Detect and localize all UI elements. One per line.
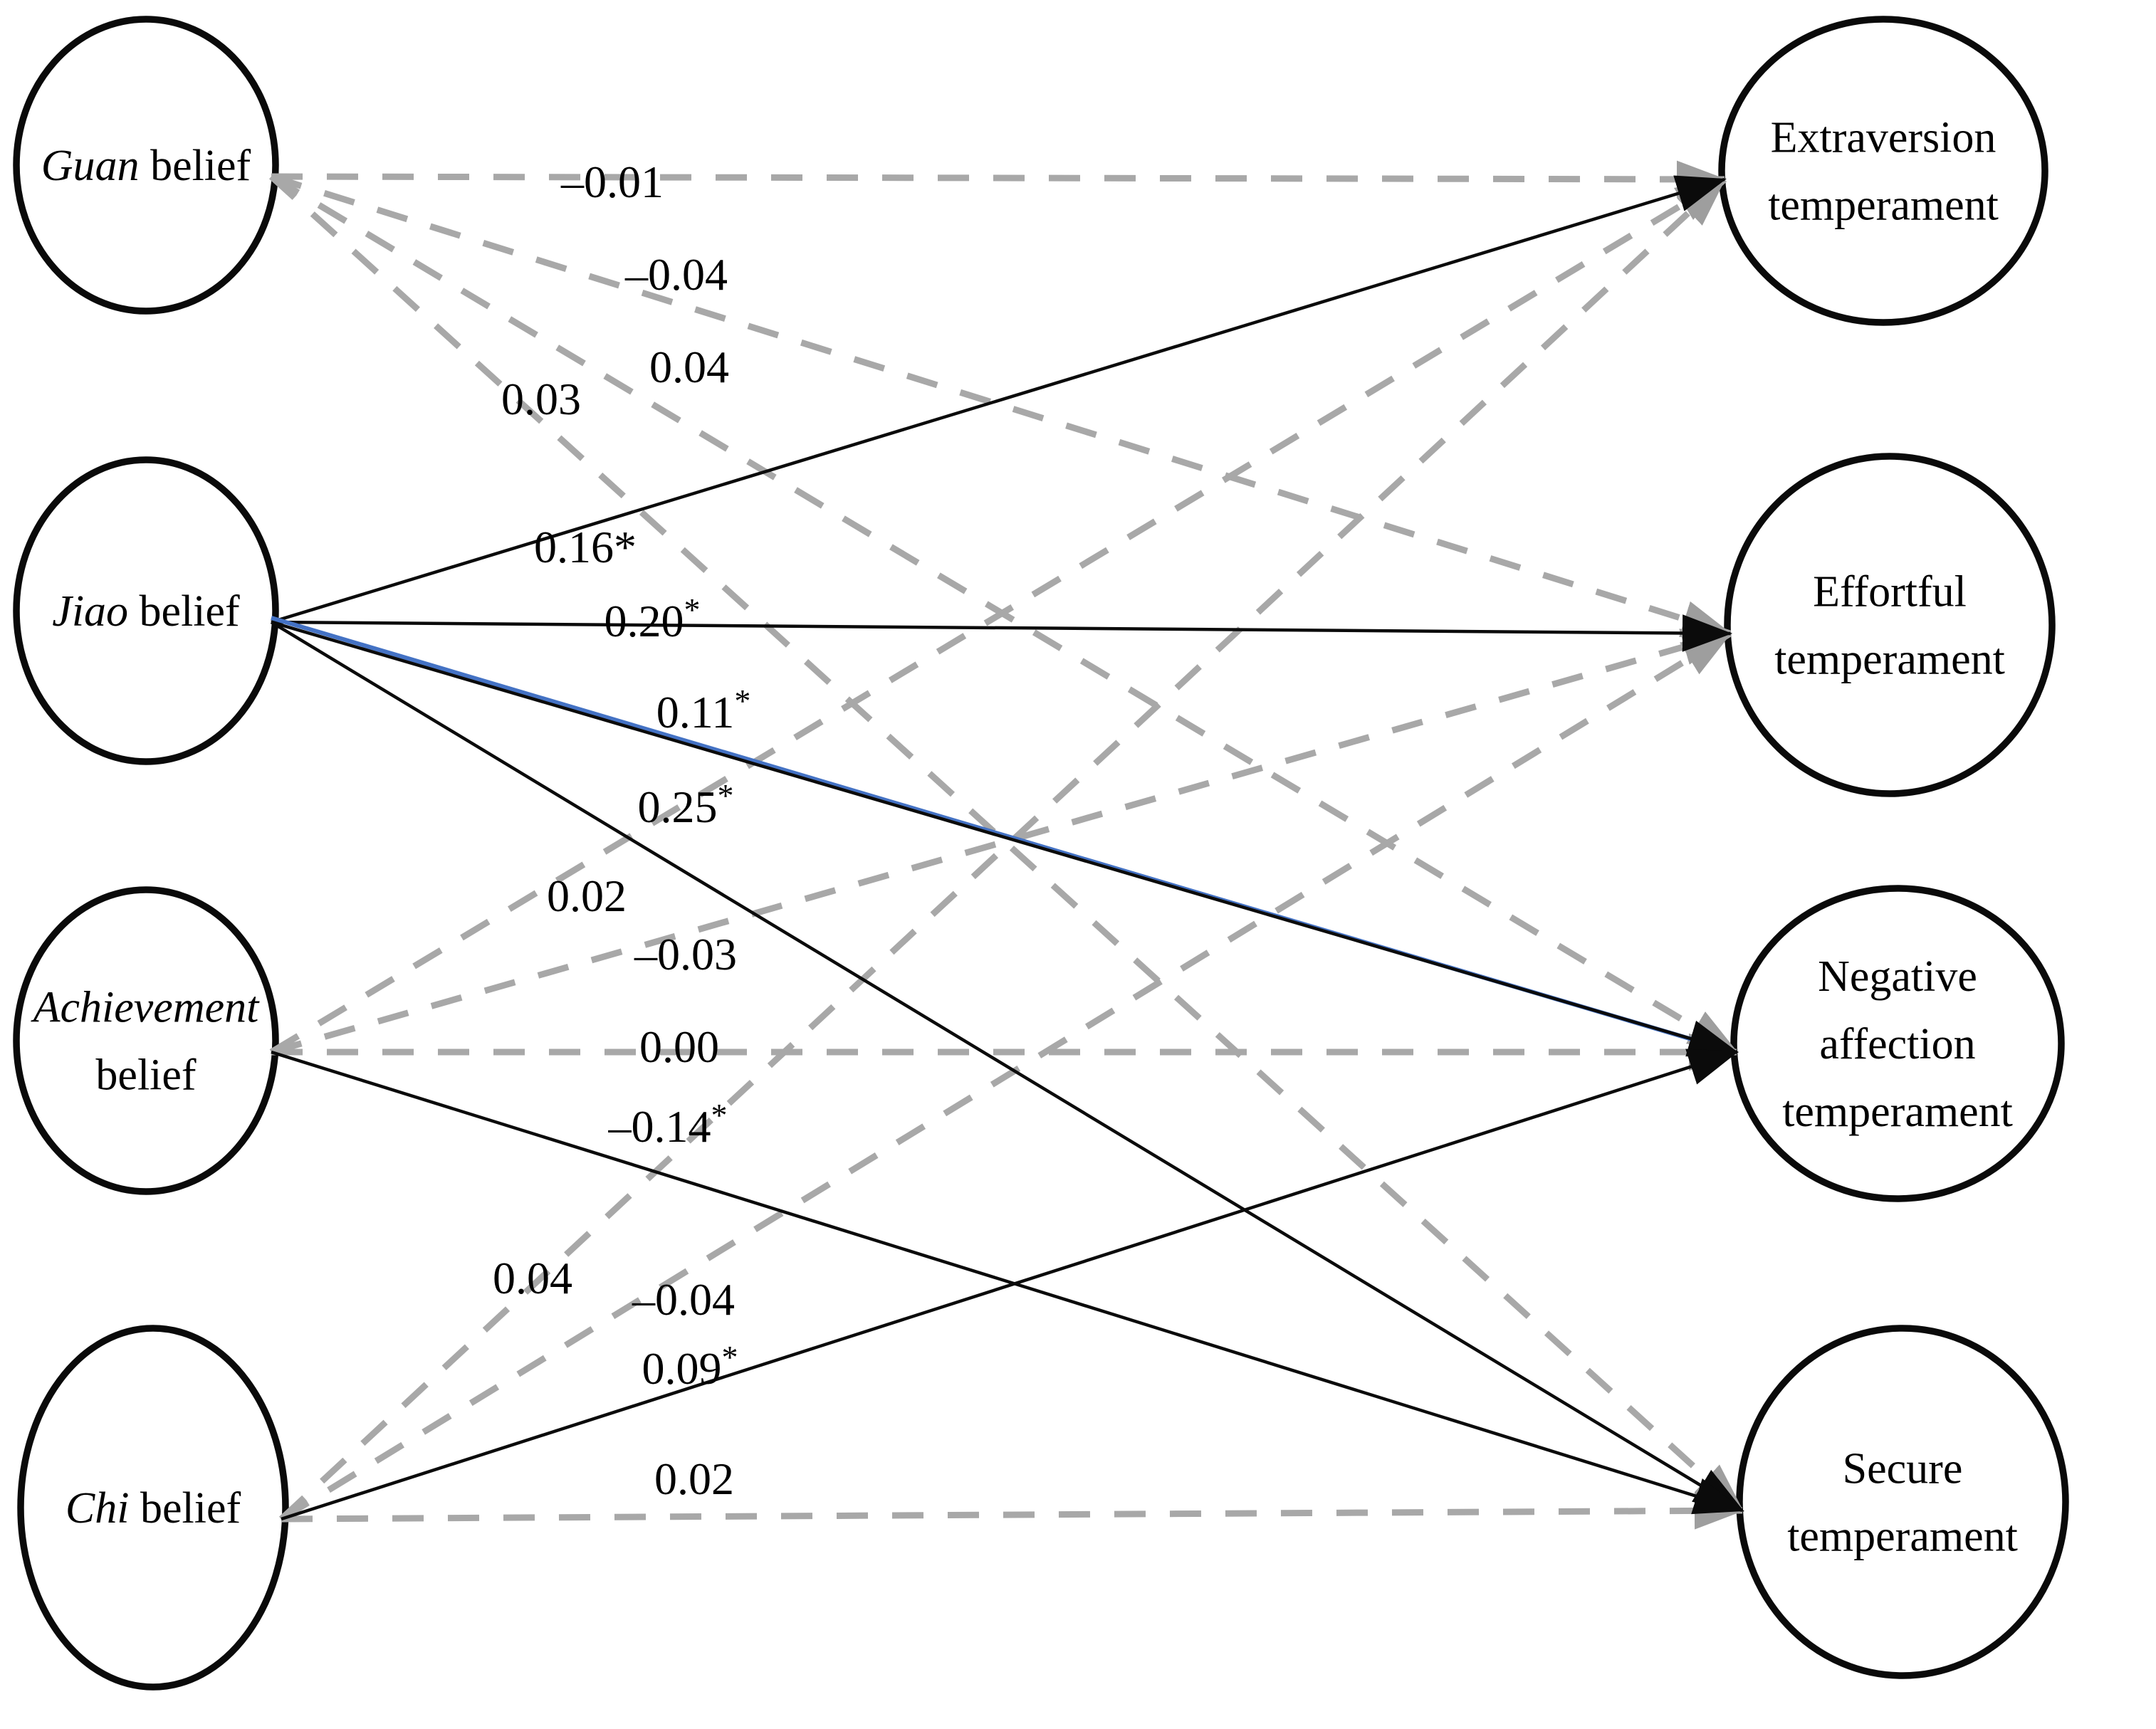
node-ellipse-effortful — [1724, 453, 2056, 797]
node-guan: Guan belief — [13, 16, 279, 315]
edge-jiao-secure — [270, 621, 1744, 1512]
edge-label-chi-effortful: –0.04 — [632, 1274, 735, 1325]
node-ellipse-extraversion — [1718, 16, 2048, 326]
edge-label-jiao-effortful: 0.20* — [605, 592, 701, 646]
edge-label-jiao-negative: 0.11* — [656, 683, 751, 737]
node-ellipse-secure — [1736, 1325, 2069, 1679]
edge-chi-effortful — [279, 631, 1732, 1522]
node-label-chi: Chi belief — [66, 1484, 241, 1533]
edge-guan-extraversion — [271, 160, 1727, 199]
edge-label-chi-secure: 0.02 — [654, 1454, 734, 1504]
edge-label-jiao-extraversion: 0.16* — [534, 522, 637, 572]
solid-edges-layer — [270, 175, 1744, 1521]
edge-guan-secure — [268, 174, 1745, 1513]
edge-chi-negative — [281, 1049, 1739, 1521]
edge-label-achievement-effortful: –0.03 — [634, 929, 737, 979]
edge-labels-layer: –0.01–0.040.040.030.16*0.20*0.11*0.25*0.… — [493, 157, 750, 1504]
edge-chi-extraversion — [278, 177, 1727, 1522]
edge-label-guan-extraversion: –0.01 — [560, 157, 664, 207]
edge-label-achievement-negative: 0.00 — [639, 1021, 719, 1072]
edge-label-achievement-secure: –0.14* — [608, 1097, 728, 1152]
edge-label-chi-extraversion: 0.04 — [493, 1253, 572, 1303]
node-ellipse-achievement — [13, 886, 279, 1195]
node-chi: Chi belief — [17, 1325, 289, 1691]
edge-label-guan-negative: 0.04 — [649, 342, 729, 392]
node-ellipse-chi — [17, 1325, 289, 1691]
edge-chi-secure — [281, 1492, 1744, 1530]
dashed-edges-layer — [268, 160, 1745, 1530]
edge-achievement-effortful — [270, 629, 1732, 1056]
node-ellipse-jiao — [13, 456, 279, 765]
edge-achievement-secure — [271, 1050, 1744, 1515]
edge-jiao-extraversion — [271, 175, 1727, 624]
edge-label-achievement-extraversion: 0.02 — [547, 871, 627, 921]
node-label-guan: Guan belief — [41, 142, 251, 190]
edge-label-guan-secure: 0.03 — [501, 374, 581, 424]
node-jiao: Jiao belief — [13, 456, 279, 765]
edge-label-chi-negative: 0.09* — [642, 1339, 738, 1394]
edge-achievement-extraversion — [269, 177, 1727, 1055]
edge-label-guan-effortful: –0.04 — [624, 249, 728, 300]
node-ellipse-guan — [13, 16, 279, 315]
edge-jiao-negative — [271, 620, 1739, 1057]
edge-jiao-effortful — [271, 614, 1732, 652]
node-label-jiao: Jiao belief — [52, 587, 240, 636]
edge-label-jiao-secure: 0.25* — [638, 777, 734, 832]
